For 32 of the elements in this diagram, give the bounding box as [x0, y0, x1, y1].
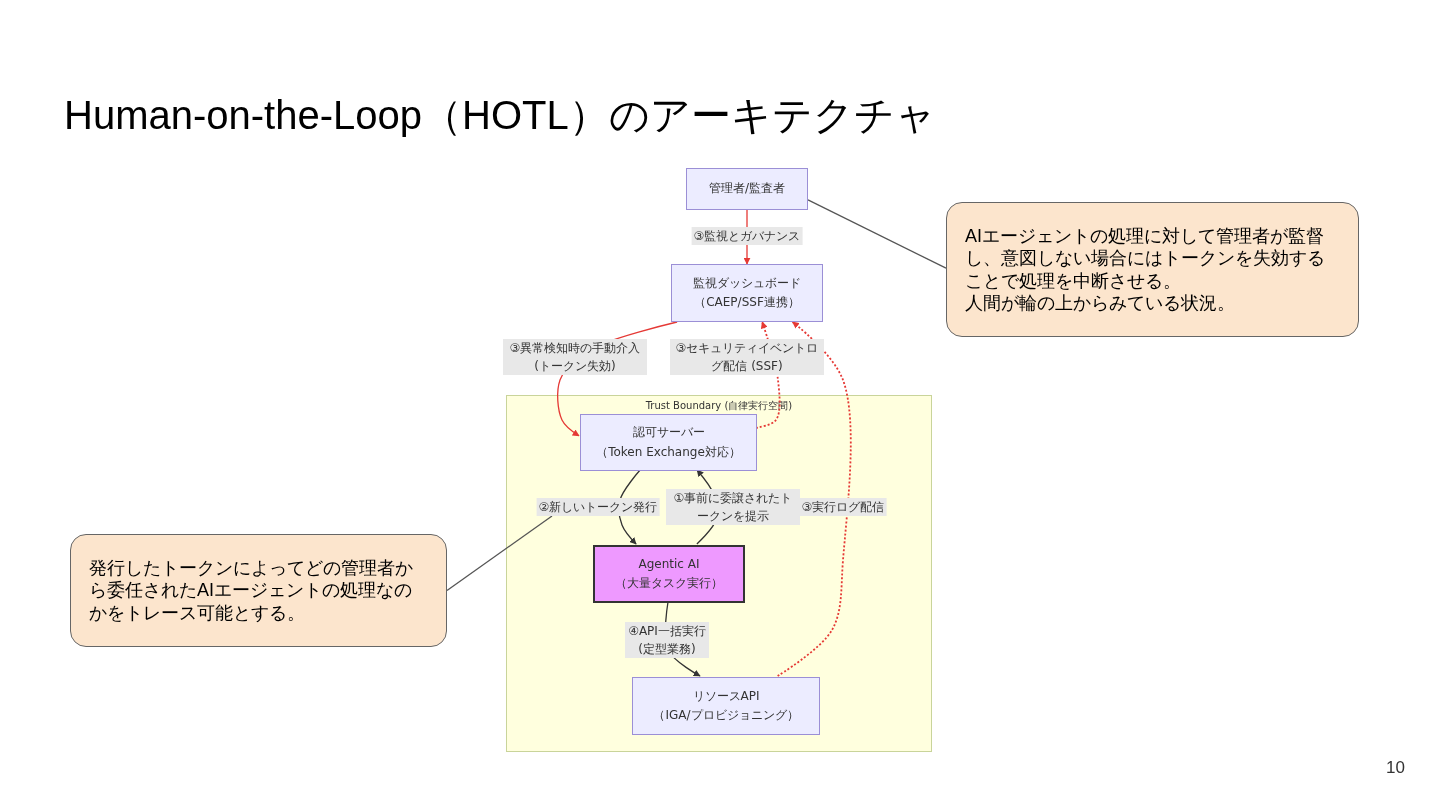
process-box — [580, 414, 757, 471]
edge-label: ③セキュリティイベントログ配信 (SSF) — [670, 339, 824, 375]
edge-label: ③実行ログ配信 — [799, 498, 887, 516]
leader-line — [446, 515, 553, 592]
edge-label: ①事前に委譲されたトークンを提示 — [666, 489, 800, 525]
callout-text: 発行したトークンによってどの管理者から委任されたAIエージェントの処理なのかをトレース可能とする。 — [89, 556, 414, 625]
page-number: 10 — [1386, 758, 1405, 778]
node-text: Agentic AI — [638, 555, 700, 573]
process-box — [671, 264, 823, 322]
arrow — [776, 321, 852, 677]
edge-label: ③監視とガバナンス — [691, 227, 803, 245]
process-box — [632, 677, 820, 735]
edge-label: ④API一括実行(定型業務) — [625, 622, 709, 658]
node-text: （CAEP/SSF連携） — [694, 294, 800, 311]
node-text: 認可サーバー — [632, 424, 705, 442]
node-text: リソースAPI — [692, 687, 760, 705]
callout-text: AIエージェントの処理に対して管理者が監督し、意図しない場合にはトークンを失効することで処理を中断させる。 — [965, 224, 1326, 292]
boundary-label: Trust Boundary (自律実行空間) — [645, 399, 793, 413]
edge-label: ②新しいトークン発行 — [536, 498, 660, 516]
edge-label: ③異常検知時の手動介入 (トークン失効) — [503, 339, 647, 375]
node-text: （Token Exchange対応） — [596, 443, 741, 461]
callout-text: 人間が輪の上からみている状況。 — [965, 292, 1235, 315]
node-text: 監視ダッシュボード — [693, 274, 801, 292]
node-text: （大量タスク実行） — [615, 575, 723, 592]
node-text: 管理者/監査者 — [708, 180, 785, 198]
agent-box — [593, 545, 745, 603]
node-text: （IGA/プロビジョニング） — [653, 707, 799, 724]
callout-box — [70, 534, 447, 647]
callout-box — [946, 202, 1359, 337]
slide-title: Human-on-the-Loop（HOTL）のアーキテクチャ — [64, 92, 936, 139]
trust-boundary — [506, 395, 932, 752]
process-box — [686, 168, 808, 210]
